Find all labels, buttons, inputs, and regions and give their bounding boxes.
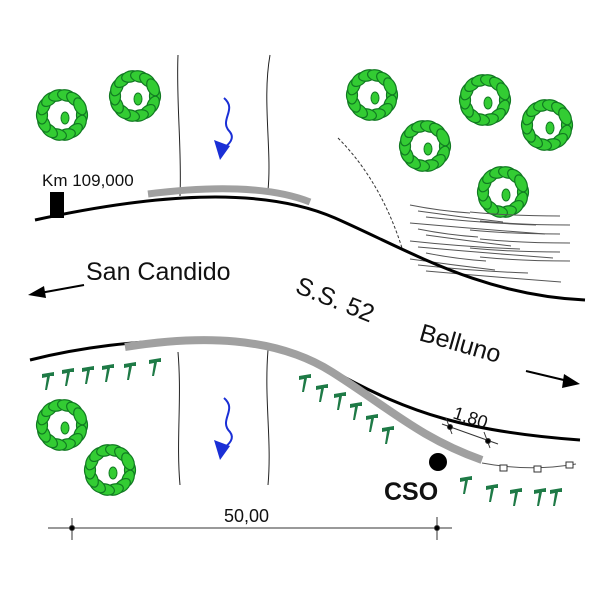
- trees: [35, 69, 574, 496]
- grass-tick: [316, 384, 328, 402]
- stream-bank: [177, 54, 181, 197]
- tree-icon: [83, 444, 137, 496]
- width-dimension-label: 1,80: [451, 403, 491, 433]
- grass-markings: [42, 358, 562, 506]
- slope-edge-dashed: [337, 137, 403, 249]
- tree-icon: [476, 166, 530, 218]
- grass-tick: [149, 358, 161, 376]
- grass-tick: [366, 414, 378, 432]
- grass-tick: [350, 402, 362, 420]
- tree-icon: [35, 399, 89, 451]
- fence-line: [481, 462, 577, 469]
- cso-point: [429, 453, 447, 471]
- grass-tick: [334, 392, 346, 410]
- width-dimension: [441, 417, 499, 449]
- guardrail-north: [147, 185, 312, 206]
- flow-arrow-icon: [214, 97, 233, 160]
- grass-tick: [460, 476, 472, 494]
- grass-tick: [550, 488, 562, 506]
- stream-bank: [177, 351, 181, 486]
- tree-icon: [345, 69, 399, 121]
- tree-icon: [108, 70, 162, 122]
- grass-tick: [382, 426, 394, 444]
- grass-tick: [62, 368, 74, 386]
- road-edge-north: [34, 195, 586, 302]
- length-dimension-label: 50,00: [224, 506, 269, 526]
- west-destination-label: San Candido: [86, 258, 231, 286]
- tree-icon: [520, 99, 574, 151]
- grass-tick: [42, 372, 54, 390]
- east-destination-label: Belluno: [416, 319, 504, 369]
- length-dimension: [48, 517, 452, 540]
- tree-icon: [458, 74, 512, 126]
- stream-bank: [266, 349, 270, 486]
- grass-tick: [510, 488, 522, 506]
- arrow-left-icon: [28, 284, 85, 298]
- grass-tick: [124, 362, 136, 380]
- road-name-label: S.S. 52: [292, 272, 379, 329]
- grass-tick: [299, 374, 311, 392]
- flow-arrow-icon: [214, 397, 233, 460]
- grass-tick: [534, 488, 546, 506]
- arrow-right-icon: [525, 370, 580, 388]
- guardrail-south: [124, 336, 484, 464]
- km-marker-label: Km 109,000: [42, 171, 134, 190]
- grass-tick: [82, 366, 94, 384]
- grass-tick: [102, 364, 114, 382]
- tree-icon: [35, 89, 89, 141]
- cso-label: CSO: [384, 478, 438, 506]
- km-marker-post: [50, 192, 64, 218]
- stream-bank: [266, 54, 271, 191]
- scree-area: [409, 204, 571, 283]
- fence-posts: [499, 461, 574, 473]
- tree-icon: [398, 120, 452, 172]
- grass-tick: [486, 484, 498, 502]
